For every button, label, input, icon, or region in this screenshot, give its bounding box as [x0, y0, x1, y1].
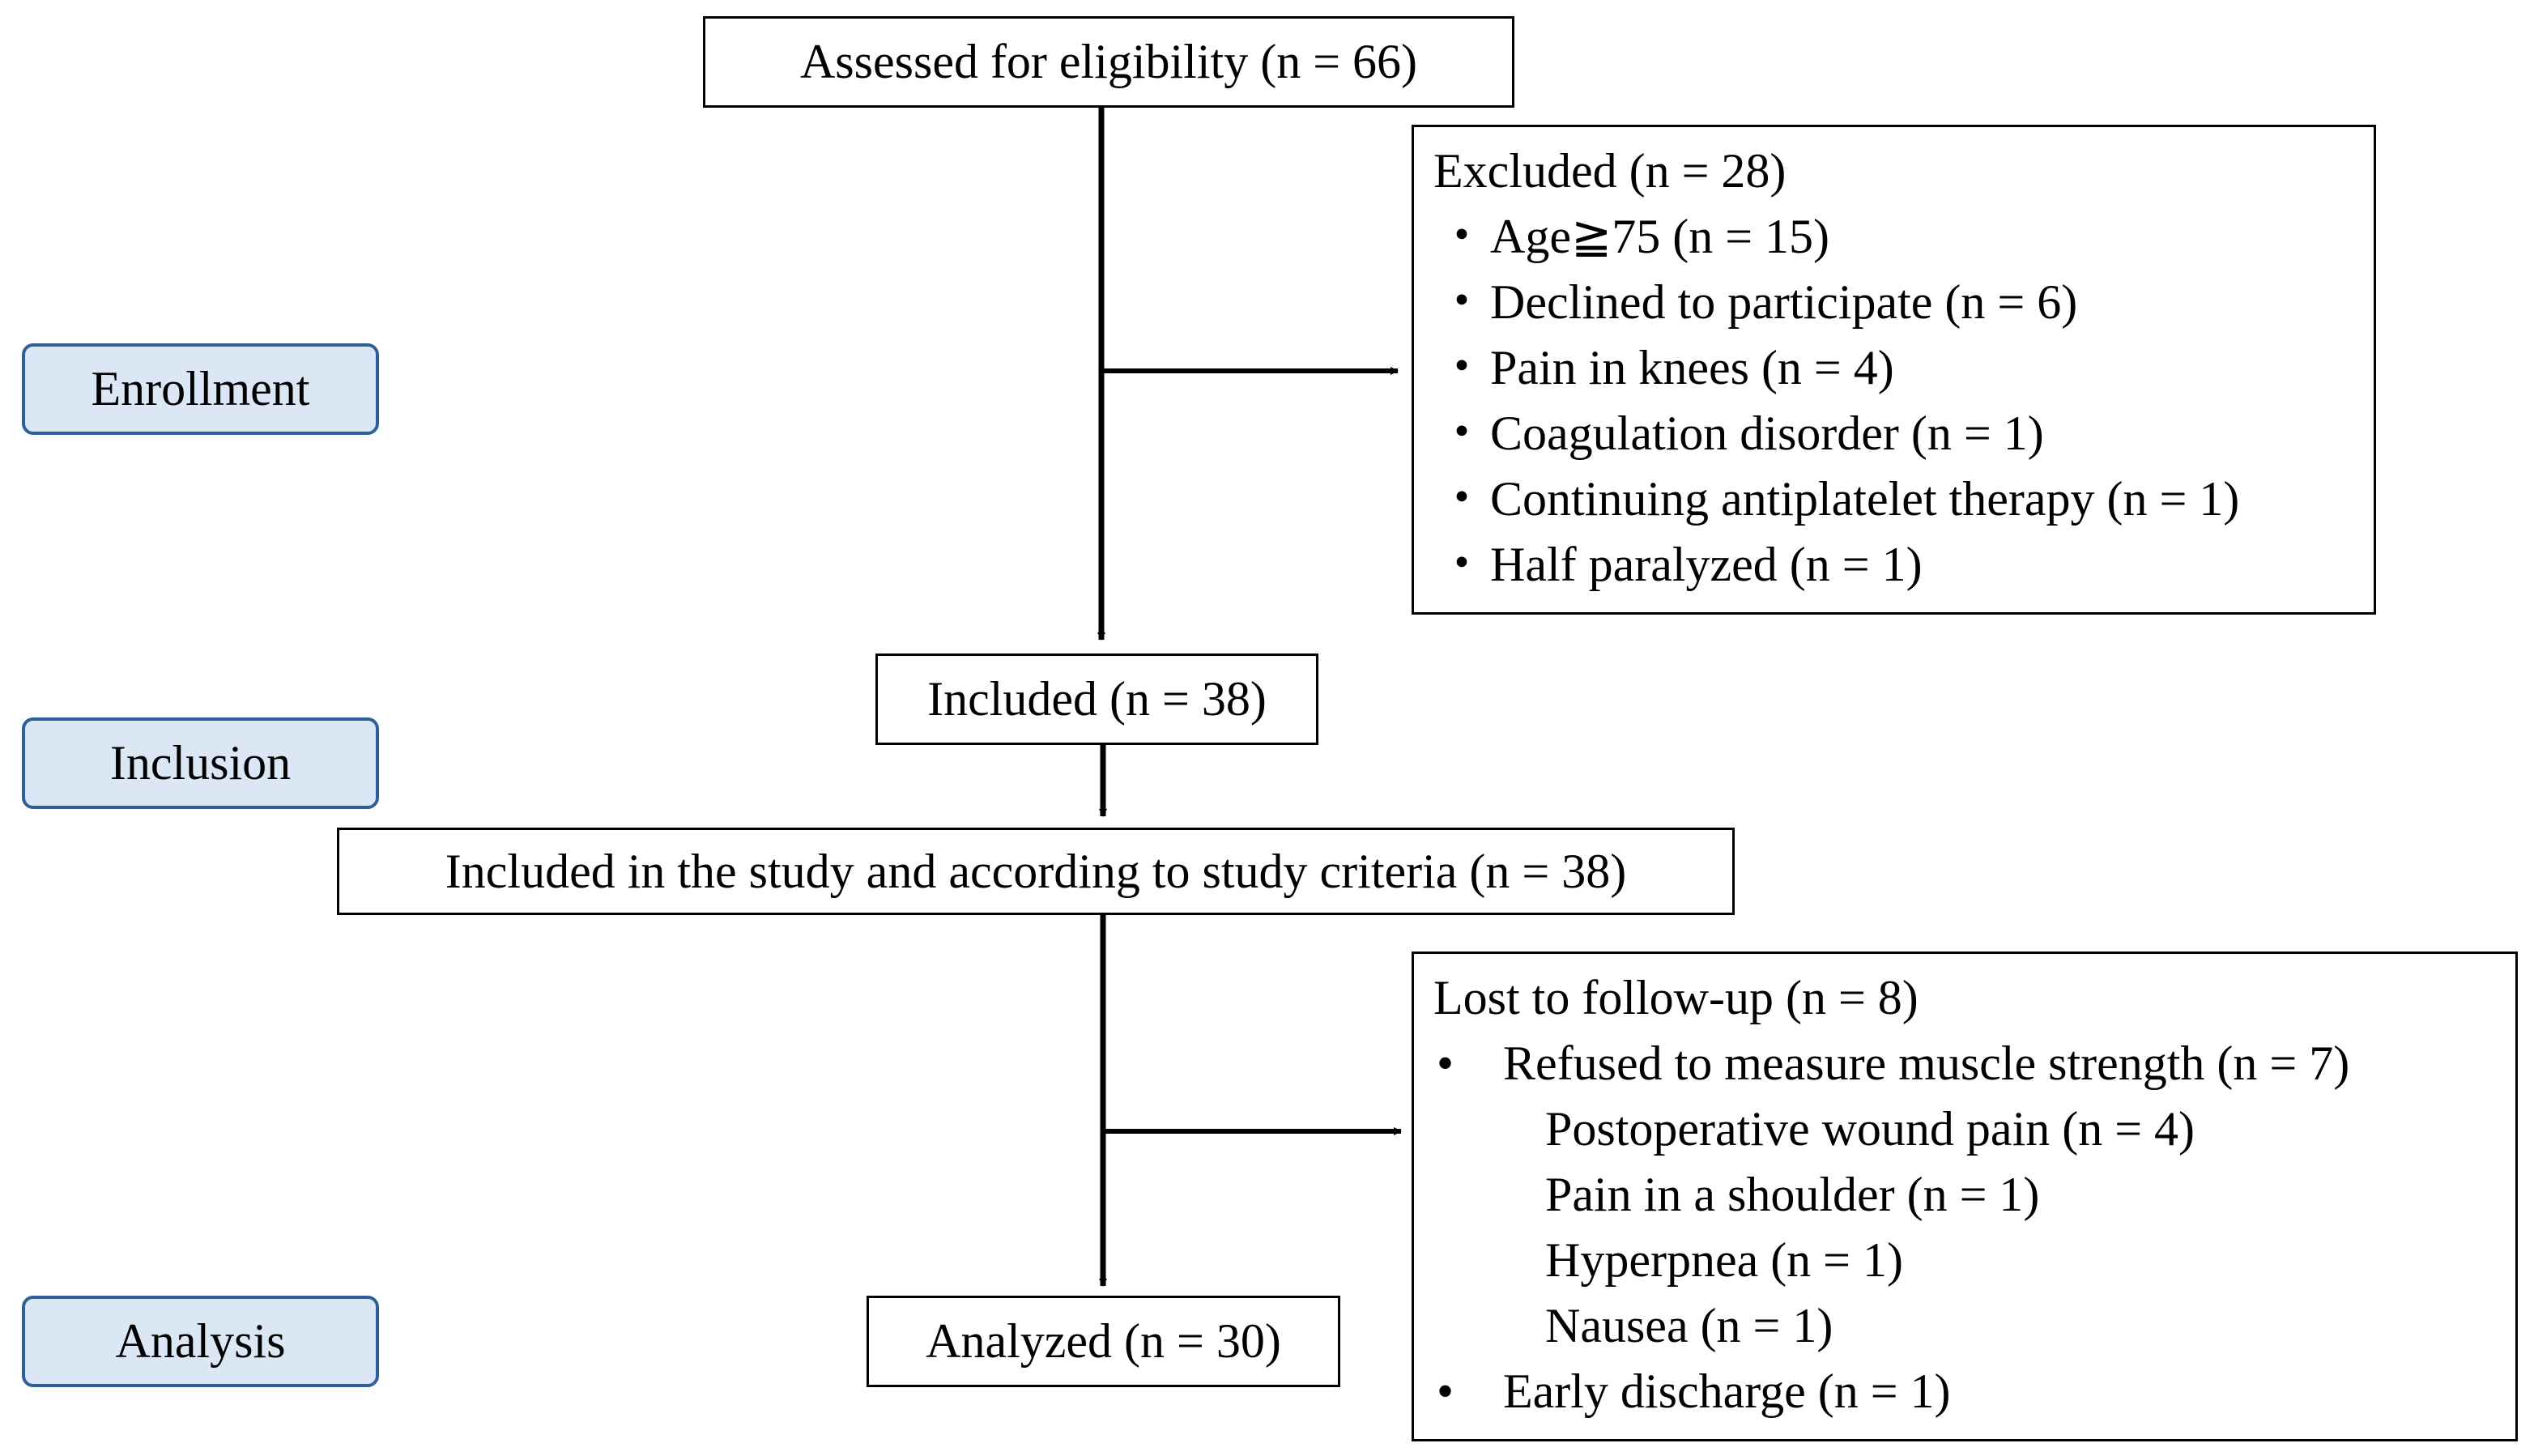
excluded-item: ・Age≧75 (n = 15): [1437, 210, 1830, 263]
analyzed-box: Analyzed (n = 30): [867, 1296, 1340, 1387]
excluded-item: ・Pain in knees (n = 4): [1437, 341, 1894, 394]
excluded-item: ・Continuing antiplatelet therapy (n = 1): [1437, 472, 2240, 526]
lost-reason: Hyperpnea (n = 1): [1545, 1233, 1904, 1287]
lost-title: Lost to follow-up (n = 8): [1433, 971, 1919, 1024]
included-box: Included (n = 38): [875, 653, 1318, 745]
stage-inclusion: Inclusion: [22, 717, 379, 809]
lost-box: Lost to follow-up (n = 8) •Refused to me…: [1412, 952, 2518, 1441]
excluded-box: Excluded (n = 28) ・Age≧75 (n = 15) ・Decl…: [1412, 125, 2376, 615]
lost-item-early: •Early discharge (n = 1): [1437, 1364, 1951, 1418]
assessed-box: Assessed for eligibility (n = 66): [703, 16, 1514, 108]
lost-reason: Pain in a shoulder (n = 1): [1545, 1168, 2040, 1221]
lost-reason: Nausea (n = 1): [1545, 1299, 1833, 1352]
lost-item-refused: •Refused to measure muscle strength (n =…: [1437, 1037, 2350, 1090]
stage-enrollment: Enrollment: [22, 343, 379, 435]
excluded-item: ・Declined to participate (n = 6): [1437, 275, 2078, 329]
stage-analysis: Analysis: [22, 1296, 379, 1387]
excluded-list: Excluded (n = 28) ・Age≧75 (n = 15) ・Decl…: [1433, 138, 2239, 598]
lost-reason: Postoperative wound pain (n = 4): [1545, 1102, 2195, 1156]
lost-list: Lost to follow-up (n = 8) •Refused to me…: [1433, 965, 2349, 1424]
excluded-item: ・Coagulation disorder (n = 1): [1437, 407, 2044, 460]
included-study-box: Included in the study and according to s…: [337, 828, 1735, 915]
excluded-item: ・Half paralyzed (n = 1): [1437, 538, 1923, 591]
excluded-title: Excluded (n = 28): [1433, 144, 1787, 198]
